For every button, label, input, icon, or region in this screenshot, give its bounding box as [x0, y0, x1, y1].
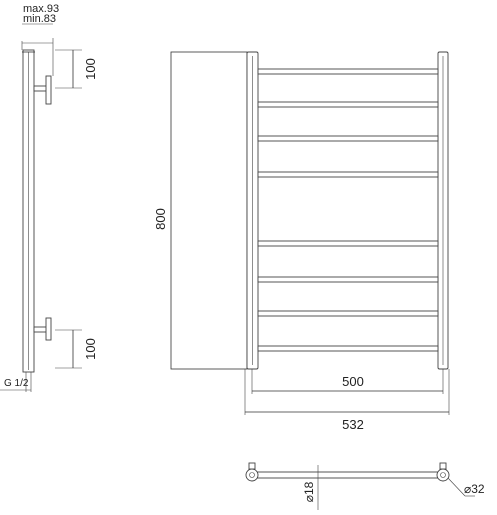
- center-distance-dimension: 500: [251, 369, 444, 394]
- rail: [257, 276, 439, 283]
- rail: [257, 135, 439, 142]
- top-rail: [251, 471, 443, 479]
- overall-width-label: 532: [342, 417, 364, 432]
- bracket-top-label: 100: [83, 58, 98, 80]
- top-bracket-dimension: 100: [55, 49, 98, 89]
- rail: [257, 68, 439, 75]
- height-label: 800: [153, 208, 168, 230]
- center-distance-label: 500: [342, 374, 364, 389]
- right-post-section: [436, 462, 450, 482]
- post-diameter-dimension: ⌀32: [447, 477, 485, 497]
- wall-area: [170, 51, 248, 370]
- depth-dimension: max.93 min.83: [21, 3, 59, 76]
- thread-label: G 1/2: [4, 378, 29, 389]
- rail: [257, 101, 439, 108]
- rail-diameter-label: ⌀18: [302, 481, 316, 502]
- top-view: ⌀18 ⌀32: [245, 462, 485, 510]
- depth-min-label: min.83: [23, 13, 56, 25]
- bracket-bottom-label: 100: [83, 338, 98, 360]
- rail-diameter-dimension: ⌀18: [302, 465, 319, 510]
- rails: [257, 68, 439, 352]
- side-view: max.93 min.83 100 100 G 1/2: [0, 3, 98, 392]
- bottom-wall-bracket: [33, 317, 52, 341]
- rail: [257, 345, 439, 352]
- post-diameter-label: ⌀32: [464, 482, 485, 496]
- top-wall-bracket: [33, 75, 52, 105]
- depth-max-label: max.93: [23, 3, 59, 15]
- overall-width-dimension: 532: [244, 369, 450, 432]
- front-view: 800 500 532: [153, 51, 450, 432]
- left-post-section: [245, 462, 259, 482]
- rail: [257, 310, 439, 317]
- rail: [257, 240, 439, 247]
- bottom-bracket-dimension: 100: [55, 329, 98, 369]
- thread-connection: G 1/2: [0, 372, 32, 392]
- rail: [257, 171, 439, 178]
